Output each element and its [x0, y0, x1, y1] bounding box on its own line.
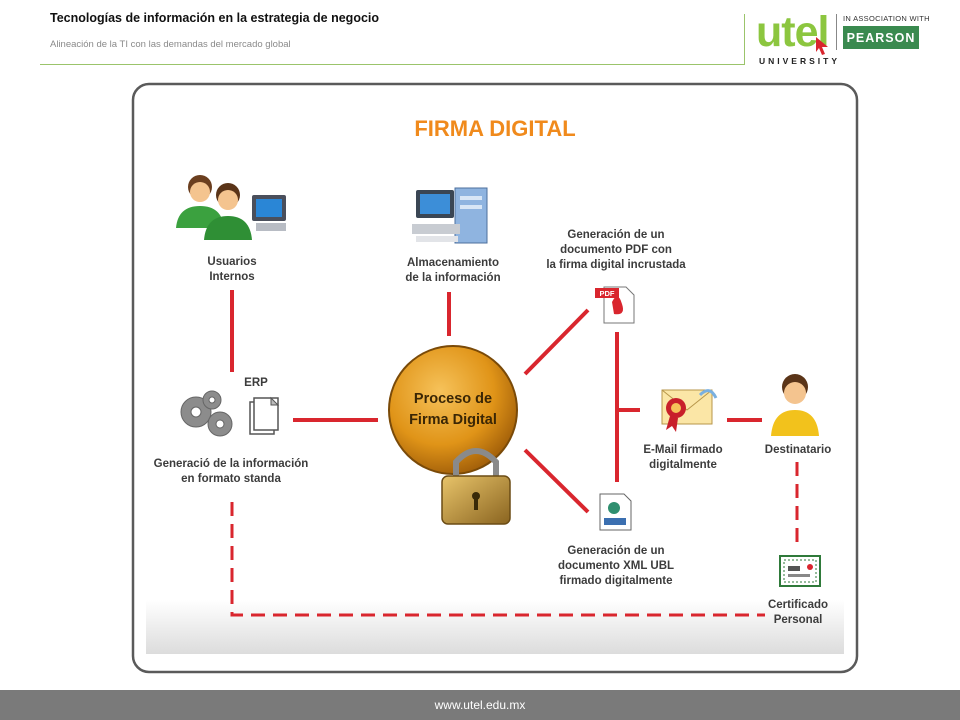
certificado-label-2: Personal	[774, 614, 823, 626]
padlock-icon	[441, 448, 511, 525]
pdf-label-3: la firma digital incrustada	[546, 259, 686, 271]
usuarios-label-1: Usuarios	[207, 256, 256, 268]
certificate-icon	[779, 555, 821, 587]
footer-bar: www.utel.edu.mx	[0, 690, 960, 720]
certificado-label-1: Certificado	[768, 599, 828, 611]
usuarios-label-2: Internos	[209, 271, 254, 283]
university-label: UNIVERSITY	[759, 56, 841, 66]
proceso-firma-digital-node: Proceso de Firma Digital	[388, 345, 518, 475]
proceso-label-2: Firma Digital	[409, 412, 497, 428]
xml-document-icon	[599, 493, 632, 531]
generacion-label-2: en formato standa	[181, 473, 281, 485]
xml-label-3: firmado digitalmente	[559, 575, 672, 587]
destinatario-label: Destinatario	[765, 444, 831, 456]
proceso-label-1: Proceso de	[414, 391, 492, 407]
document-stack-icon	[249, 396, 280, 435]
pearson-logo: PEARSON	[843, 26, 919, 49]
header-vertical-divider	[744, 14, 745, 65]
pdf-label-1: Generación de un	[567, 229, 664, 241]
pdf-label-2: documento PDF con	[560, 244, 672, 256]
pdf-document-icon: PDF	[595, 286, 635, 324]
xml-label-2: documento XML UBL	[558, 560, 674, 572]
generacion-label-1: Generació de la información	[154, 458, 309, 470]
firma-digital-diagram: FIRMA DIGITAL Usuarios Internos	[131, 82, 859, 674]
xml-label-1: Generación de un	[567, 545, 664, 557]
internal-users-icon	[176, 175, 286, 240]
almacenamiento-label-1: Almacenamiento	[407, 257, 499, 269]
diagram-title: FIRMA DIGITAL	[414, 116, 575, 141]
email-label-2: digitalmente	[649, 459, 717, 471]
solid-connectors	[230, 290, 762, 514]
cursor-arrow-icon	[816, 37, 828, 55]
page-title: Tecnologías de información en la estrate…	[50, 11, 380, 25]
computer-storage-icon	[412, 187, 488, 244]
logo-divider	[836, 14, 837, 50]
almacenamiento-label-2: de la información	[405, 272, 500, 284]
footer-url-link[interactable]: www.utel.edu.mx	[434, 698, 526, 712]
diagram-floor	[146, 600, 844, 654]
page-subtitle: Alineación de la TI con las demandas del…	[50, 39, 291, 50]
email-label-1: E-Mail firmado	[643, 444, 722, 456]
pdf-badge: PDF	[600, 289, 615, 298]
gears-icon	[180, 390, 233, 437]
header-divider	[40, 64, 745, 65]
dashed-connectors	[230, 462, 799, 617]
recipient-person-icon	[771, 374, 819, 436]
erp-label: ERP	[244, 377, 268, 389]
association-label: IN ASSOCIATION WITH	[843, 14, 930, 23]
signed-email-icon	[661, 389, 718, 432]
